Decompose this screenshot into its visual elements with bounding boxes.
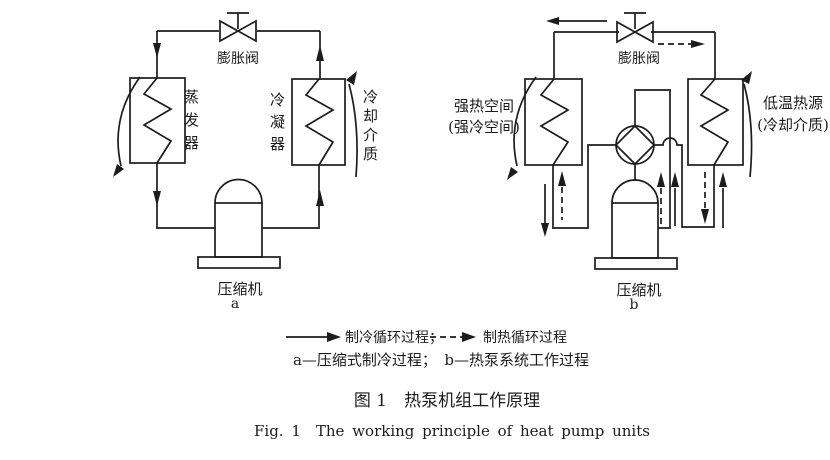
heating-direction-arrowhead	[691, 40, 705, 48]
heat-source-box	[687, 78, 744, 166]
flow-arrow-up	[671, 172, 679, 187]
figure-caption-en: Fig. 1 The working principle of heat pum…	[254, 422, 650, 440]
legend-lineart	[286, 332, 476, 342]
condenser-airflow-arc	[348, 83, 358, 178]
pipe-valve-top-to-compressor	[634, 89, 671, 229]
pipes-b-top	[553, 31, 716, 79]
heated-space-label-line1: 强热空间	[453, 97, 514, 115]
cooling-medium-label: 冷却介质	[361, 89, 379, 165]
diagram-b-lineart	[507, 12, 753, 270]
evaporator-coil	[142, 77, 173, 164]
evaporator-airflow-arc	[117, 76, 141, 167]
heated-space-box	[524, 78, 583, 166]
legend-solid-arrow-label: 制冷循环过程；	[345, 330, 443, 346]
subfigure-tag-a: a	[230, 296, 240, 312]
condenser-box	[291, 78, 346, 166]
flow-arrow-up	[719, 172, 727, 187]
pipe-valve-right-with-hop	[654, 137, 715, 228]
legend-dashed-arrow-label: 制热循环过程	[483, 330, 567, 346]
flow-arrow-up	[316, 45, 324, 61]
four-way-valve-icon	[614, 124, 656, 166]
cooling-direction-arrowhead	[546, 17, 559, 25]
figure-caption-zh: 图 1 热泵机组工作原理	[353, 391, 541, 411]
compressor-symbol	[197, 178, 281, 269]
legend-solid-arrowhead	[327, 332, 341, 342]
condenser-label: 冷凝器	[268, 92, 286, 158]
expansion-valve-label-a: 膨胀阀	[217, 51, 259, 67]
legend-note: a—压缩式制冷过程； b—热泵系统工作过程	[292, 351, 590, 369]
airflow-arrowhead	[741, 71, 752, 84]
flow-arrow-up	[657, 172, 665, 187]
heat-source-airflow-arc	[743, 83, 753, 178]
flow-arrow-up	[316, 190, 324, 206]
compressor-symbol	[594, 179, 678, 270]
flow-arrow-up	[558, 171, 566, 186]
airflow-arrowhead	[507, 167, 518, 180]
flow-arrow-down	[701, 209, 709, 224]
subfigure-tag-b: b	[629, 297, 639, 313]
expansion-valve-label-b: 膨胀阀	[618, 51, 660, 67]
compressor-label-b: 压缩机	[616, 281, 662, 299]
pipe-left-loop	[552, 144, 616, 229]
airflow-arrowhead	[113, 164, 124, 177]
flow-arrow-down	[153, 43, 161, 58]
heat-source-label: 低温热源 (冷却介质)	[749, 92, 830, 136]
airflow-arrowhead	[346, 71, 357, 85]
heated-space-coil	[539, 78, 570, 166]
diagram-a-lineart	[113, 12, 358, 269]
heated-space-airflow-arc	[513, 76, 537, 167]
condenser-coil	[304, 78, 335, 166]
heat-source-label-line2: (冷却介质)	[757, 116, 829, 134]
heated-space-label-line2: (强冷空间)	[448, 118, 520, 136]
expansion-valve-icon	[219, 12, 257, 43]
heated-space-label: 强热空间 (强冷空间)	[441, 96, 527, 138]
heat-source-coil	[699, 78, 730, 166]
heat-source-label-line1: 低温热源	[762, 94, 823, 112]
expansion-valve-icon	[616, 12, 654, 44]
flow-arrow-down	[541, 223, 549, 237]
compressor-label-a: 压缩机	[217, 280, 263, 298]
evaporator-label: 蒸发器	[182, 89, 200, 158]
evaporator-box	[129, 77, 186, 164]
flow-arrow-down	[153, 191, 161, 206]
legend-dashed-arrowhead	[462, 332, 476, 342]
